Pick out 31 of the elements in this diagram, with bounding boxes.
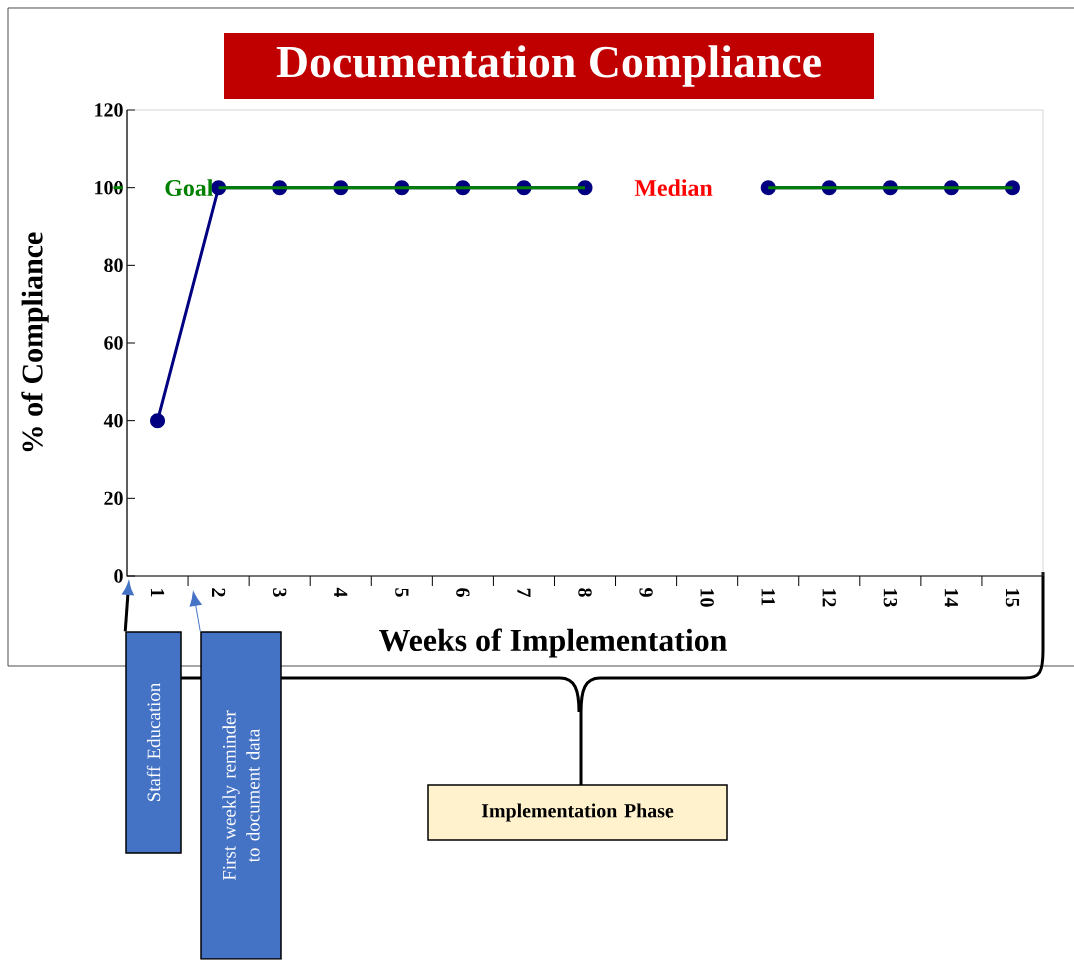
y-tick-label: 80 bbox=[104, 258, 123, 273]
annotation: Median bbox=[634, 179, 713, 197]
x-tick-label: 1 bbox=[150, 589, 165, 597]
axis-title: Weeks of Implementation bbox=[379, 628, 727, 658]
x-tick-label: 7 bbox=[517, 588, 531, 598]
x-tick-label: 2 bbox=[212, 588, 226, 597]
text-box: First weekly reminder to document data bbox=[200, 631, 282, 960]
x-tick-label: 4 bbox=[334, 587, 348, 598]
y-tick-label: 120 bbox=[95, 103, 123, 117]
y-tick-label: 0 bbox=[114, 569, 123, 583]
axis-title: % of Compliance bbox=[21, 232, 49, 452]
legend-label: Goal bbox=[165, 179, 213, 197]
x-tick-label: 6 bbox=[456, 588, 470, 598]
y-tick-label: 40 bbox=[103, 414, 123, 428]
x-tick-label: 13 bbox=[883, 589, 898, 607]
y-tick-label: 20 bbox=[104, 491, 123, 506]
phase-label-box: Implementation Phase bbox=[427, 784, 728, 841]
x-tick-label: 3 bbox=[272, 588, 287, 597]
chart-title: Documentation Compliance bbox=[224, 33, 874, 100]
chart-title: Documentation Compliance bbox=[276, 45, 821, 87]
text-box: Staff Education bbox=[125, 631, 182, 854]
x-tick-label: 5 bbox=[395, 588, 409, 597]
x-tick-label: 10 bbox=[700, 589, 714, 607]
arrow bbox=[189, 591, 202, 632]
x-tick-label: 15 bbox=[1005, 589, 1020, 607]
x-tick-label: 11 bbox=[761, 589, 775, 606]
x-tick-label: 12 bbox=[822, 589, 836, 607]
x-tick-label: 8 bbox=[578, 588, 592, 597]
y-tick-label: 60 bbox=[104, 336, 123, 350]
x-tick-label: 9 bbox=[639, 588, 653, 597]
x-tick-label: 14 bbox=[944, 589, 958, 608]
